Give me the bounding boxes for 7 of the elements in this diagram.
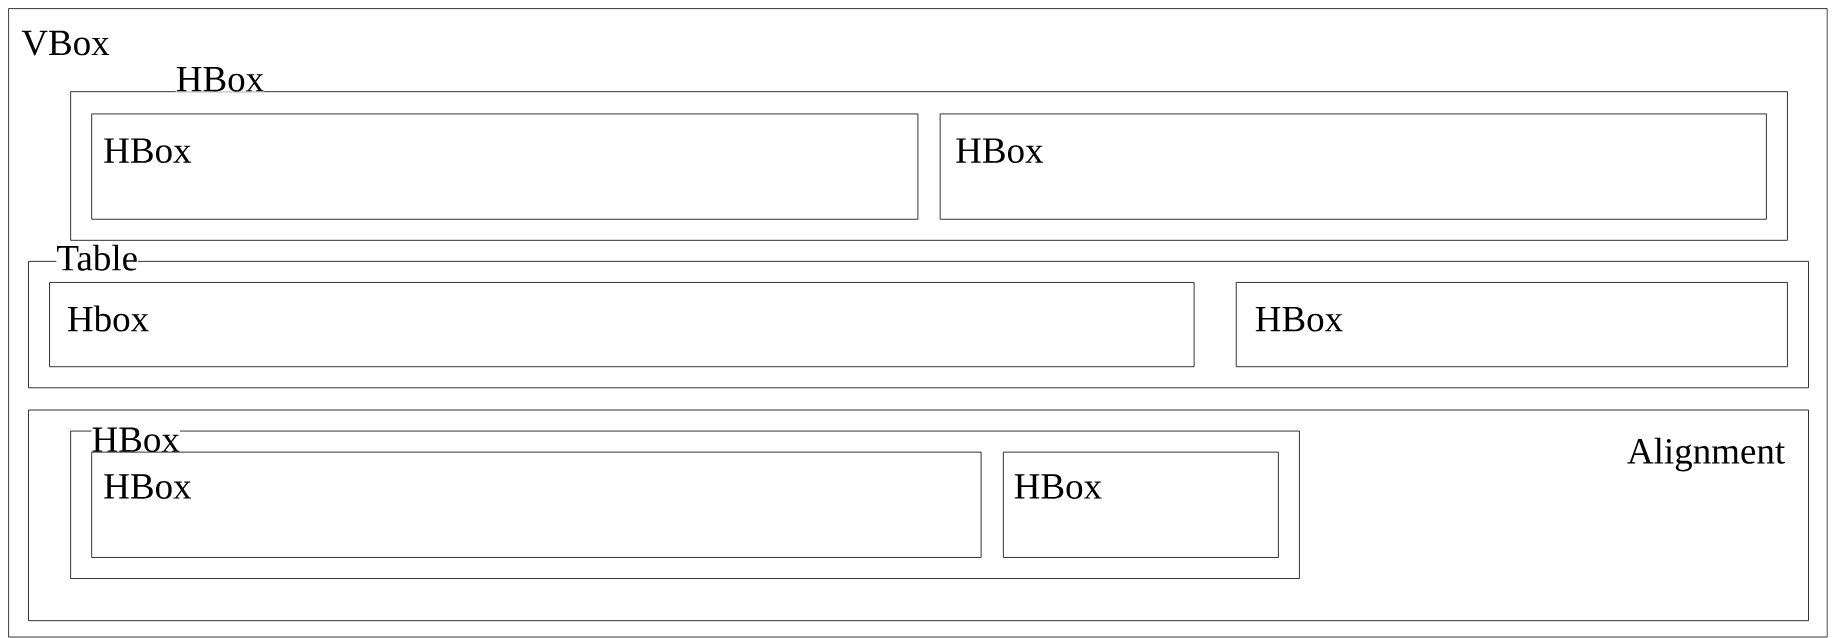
container-box: HBox xyxy=(91,451,982,558)
container-box: HBox xyxy=(1002,451,1279,558)
container-box: HBox xyxy=(91,113,919,220)
container-box: HBox xyxy=(1235,282,1788,368)
container-box: Hbox xyxy=(49,282,1195,368)
node-label: HBox xyxy=(176,67,264,92)
container-box: HBox xyxy=(939,113,1767,220)
